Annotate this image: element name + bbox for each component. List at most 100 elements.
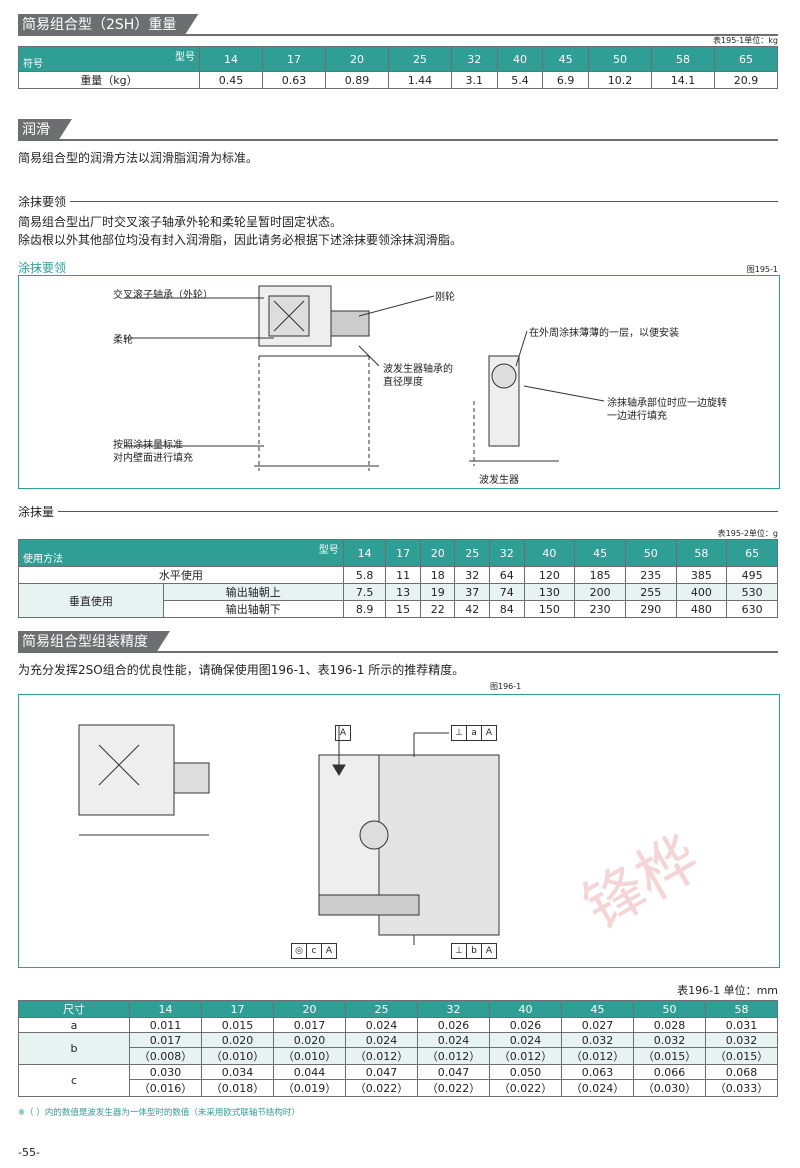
size-header: 45 [561,1000,634,1018]
header-cell: 型号使用方法 [18,539,344,567]
cell: （0.018） [201,1079,274,1097]
cell: 0.031 [705,1017,778,1033]
cell: （0.010） [201,1047,274,1065]
cell: 6.9 [542,71,589,89]
subheading: 涂抹要领 [18,193,778,210]
callout: 涂抹轴承部位时应一边旋转 [607,398,727,409]
subheading: 涂抹量 [18,503,778,520]
cell: 230 [574,600,626,618]
size-header: 58 [650,46,715,72]
callout: 波发生器轴承的 [383,364,453,375]
cell: 495 [726,566,778,584]
cell: 480 [675,600,728,618]
cell: 18 [419,566,456,584]
callout: 刚轮 [435,292,455,303]
cell: 20.9 [713,71,779,89]
size-header: 50 [588,46,652,72]
size-header: 40 [496,46,544,72]
cell: 14.1 [650,71,715,89]
size-header: 32 [417,1000,490,1018]
section-title: 简易组合型（2SH）重量 [18,14,198,36]
cell: 0.89 [324,71,389,89]
cell: 8.9 [342,600,387,618]
cell: （0.033） [705,1079,778,1097]
table-note: 表195-2单位：g [717,529,778,538]
paragraph: 简易组合型的润滑方法以润滑脂润滑为标准。 [18,151,259,165]
section-header-accuracy: 简易组合型组装精度 [18,631,778,653]
header-cell: 型号符号 [18,46,200,72]
cell: 0.015 [201,1017,274,1033]
size-header: 25 [454,539,491,567]
size-header: 25 [345,1000,418,1018]
cell: （0.012） [345,1047,418,1065]
size-header: 32 [450,46,498,72]
cell: 42 [454,600,491,618]
row-label: a [18,1017,130,1033]
size-header: 17 [385,539,421,567]
cell: 0.011 [129,1017,202,1033]
cell: 255 [624,583,677,601]
cell: 0.017 [273,1017,346,1033]
cell: （0.022） [345,1079,418,1097]
cell: 74 [489,583,525,601]
callout: 对内壁面进行填充 [113,453,193,464]
cell: （0.008） [129,1047,202,1065]
row-label: 重量（kg） [18,71,200,89]
cell: 0.032 [705,1032,778,1048]
cell: 0.044 [273,1064,346,1080]
cell: （0.022） [417,1079,490,1097]
cell: 530 [726,583,778,601]
table-note: 表196-1 单位：mm [677,984,778,997]
cell: 0.047 [345,1064,418,1080]
cell: 84 [489,600,525,618]
cell: 5.4 [496,71,544,89]
cell: 19 [419,583,456,601]
table-note: 表195-1单位：kg [713,36,778,45]
cell: 185 [574,566,626,584]
paragraph: 为充分发挥2SO组合的优良性能，请确保使用图196-1、表196-1 所示的推荐… [18,663,465,677]
callout: 波发生器 [479,475,519,486]
size-header: 14 [129,1000,202,1018]
size-header: 20 [324,46,389,72]
cell: 0.050 [489,1064,562,1080]
size-header: 32 [489,539,525,567]
cell: 0.45 [199,71,263,89]
size-header: 45 [574,539,626,567]
callout: 交叉滚子轴承（外轮） [113,290,213,301]
cell: 37 [454,583,491,601]
cell: 0.032 [561,1032,634,1048]
cell: 0.024 [417,1032,490,1048]
cell: 0.066 [633,1064,706,1080]
callout: 柔轮 [113,335,133,346]
figure-195-1: 交叉滚子轴承（外轮） 刚轮 柔轮 波发生器轴承的 直径厚度 按照涂抹量标准 对内… [18,275,780,489]
size-header: 40 [523,539,576,567]
section-title: 简易组合型组装精度 [18,631,170,653]
cell: 3.1 [450,71,498,89]
cell: （0.016） [129,1079,202,1097]
callout: 直径厚度 [383,377,423,388]
cell: 0.032 [633,1032,706,1048]
cell: （0.012） [489,1047,562,1065]
cell: 7.5 [342,583,387,601]
cell: 0.024 [345,1032,418,1048]
page-number: -55- [18,1146,40,1159]
footnote: ※（ ）内的数值是波发生器为一体型时的数值（未采用欧式联轴节结构时） [18,1108,300,1118]
cell: （0.019） [273,1079,346,1097]
cell: （0.012） [417,1047,490,1065]
size-header: 17 [201,1000,274,1018]
cell: （0.015） [705,1047,778,1065]
size-header: 25 [387,46,452,72]
section-title: 润滑 [18,119,72,141]
cell: 32 [454,566,491,584]
size-header: 20 [419,539,456,567]
cell: （0.012） [561,1047,634,1065]
cell: 0.063 [561,1064,634,1080]
cell: 1.44 [387,71,452,89]
cell: 15 [385,600,421,618]
size-header: 50 [633,1000,706,1018]
row-label: 水平使用 [18,566,344,584]
cell: 0.028 [633,1017,706,1033]
